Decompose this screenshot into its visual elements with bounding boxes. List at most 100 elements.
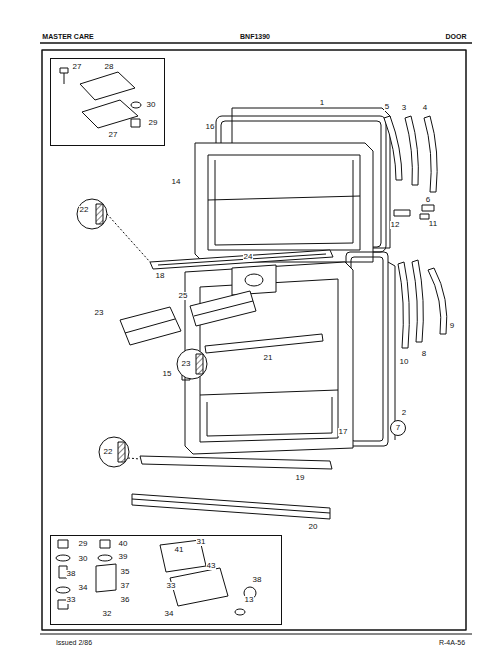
callout-number: 20 bbox=[308, 523, 319, 531]
door-trim bbox=[132, 494, 330, 519]
detail-circle bbox=[77, 199, 107, 229]
footer-rule bbox=[40, 634, 472, 635]
callout-number: 6 bbox=[425, 196, 431, 204]
header-text: DOOR bbox=[445, 33, 468, 40]
callout-number: 27 bbox=[72, 63, 83, 71]
screw-head bbox=[60, 68, 68, 73]
handle bbox=[424, 116, 437, 192]
callout-number: 29 bbox=[148, 119, 159, 127]
callout-number: 41 bbox=[174, 546, 185, 554]
callout-number: 38 bbox=[66, 570, 77, 578]
header-rule bbox=[40, 42, 472, 44]
callout-number: 37 bbox=[120, 582, 131, 590]
panel-edge bbox=[388, 262, 395, 266]
callout-number: 34 bbox=[78, 584, 89, 592]
callout-number: 23 bbox=[181, 360, 192, 368]
callout-number: 8 bbox=[421, 350, 427, 358]
callout-number: 2 bbox=[401, 409, 407, 417]
handle bbox=[398, 262, 409, 348]
callout-number: 28 bbox=[104, 63, 115, 71]
callout-number: 31 bbox=[196, 538, 207, 546]
screw bbox=[235, 609, 245, 615]
callout-number: 38 bbox=[252, 576, 263, 584]
detail-hatch bbox=[118, 442, 125, 462]
callout-number: 21 bbox=[263, 354, 274, 362]
callout-number: 24 bbox=[243, 253, 254, 261]
callout-number: 3 bbox=[401, 104, 407, 112]
liner-bin bbox=[207, 397, 332, 436]
callout-number: 32 bbox=[102, 610, 113, 618]
callout-number: 34 bbox=[164, 610, 175, 618]
callout-number: 11 bbox=[428, 220, 438, 228]
callout-number: 9 bbox=[449, 322, 455, 330]
detail-hatch bbox=[96, 204, 103, 224]
header-text: BNF1390 bbox=[239, 33, 271, 40]
callout-number: 19 bbox=[295, 474, 306, 482]
end-cap bbox=[422, 205, 434, 211]
callout-number: 35 bbox=[120, 568, 131, 576]
freezer-liner-inner bbox=[208, 155, 360, 250]
freezer-dike bbox=[215, 160, 353, 245]
callout-number: 29 bbox=[78, 540, 89, 548]
callout-number: 4 bbox=[422, 104, 428, 112]
hinge-plate bbox=[82, 100, 138, 128]
hinge-plate bbox=[80, 72, 135, 100]
handle bbox=[412, 260, 423, 342]
fresh-food-liner bbox=[185, 262, 353, 454]
handle bbox=[405, 116, 418, 185]
callout-number: 22 bbox=[103, 448, 114, 456]
bottom-rail bbox=[140, 456, 332, 469]
dairy-hinge-detail bbox=[245, 274, 263, 286]
bushing bbox=[100, 540, 110, 548]
detail-inset: 27 28 30 29 27 bbox=[50, 58, 165, 146]
hinge-part bbox=[394, 210, 410, 216]
dairy-bin-edge bbox=[125, 319, 175, 333]
handle bbox=[428, 268, 447, 334]
bushing bbox=[131, 119, 140, 127]
detail-circle bbox=[177, 349, 207, 379]
dairy-door-edge bbox=[194, 301, 253, 316]
liner-shelf-line bbox=[200, 390, 338, 395]
shelf-rail-edge bbox=[158, 254, 326, 265]
detail-inset: 294030393835343733363231414333343813 bbox=[50, 535, 282, 625]
header-text: MASTER CARE bbox=[41, 33, 94, 40]
dairy-door bbox=[190, 291, 256, 326]
callout-number: 30 bbox=[78, 555, 89, 563]
washer bbox=[56, 555, 70, 561]
panel-edge bbox=[395, 266, 396, 440]
bushing bbox=[58, 540, 68, 548]
callout-number: 13 bbox=[244, 596, 255, 604]
dairy-housing bbox=[232, 265, 276, 295]
callout-number: 36 bbox=[120, 596, 131, 604]
screw-shank bbox=[64, 73, 65, 84]
washer bbox=[98, 555, 112, 561]
callout-circle: 7 bbox=[390, 420, 406, 436]
callout-number: 18 bbox=[155, 272, 166, 280]
callout-number: 14 bbox=[171, 178, 182, 186]
callout-number: 5 bbox=[384, 103, 390, 111]
dairy-bin bbox=[120, 307, 181, 345]
door-shelf bbox=[205, 334, 323, 353]
callout-number: 17 bbox=[338, 428, 349, 436]
callout-number: 1 bbox=[319, 99, 325, 107]
hinge-bracket bbox=[96, 564, 116, 592]
callout-number: 27 bbox=[108, 131, 119, 139]
callout-number: 10 bbox=[399, 358, 410, 366]
callout-number: 22 bbox=[79, 206, 90, 214]
callout-number: 33 bbox=[66, 596, 77, 604]
callout-number: 43 bbox=[206, 562, 217, 570]
freezer-shelf-line bbox=[208, 196, 360, 200]
handle bbox=[384, 116, 402, 180]
callout-number: 33 bbox=[166, 582, 177, 590]
detail-hatch bbox=[196, 354, 203, 374]
door-trim-edge bbox=[132, 499, 330, 513]
header-text: R-4A-56 bbox=[438, 639, 466, 646]
washer bbox=[56, 587, 70, 593]
detail-leader bbox=[128, 458, 140, 459]
callout-number: 30 bbox=[146, 101, 157, 109]
callout-number: 16 bbox=[205, 123, 216, 131]
washer bbox=[131, 102, 141, 108]
